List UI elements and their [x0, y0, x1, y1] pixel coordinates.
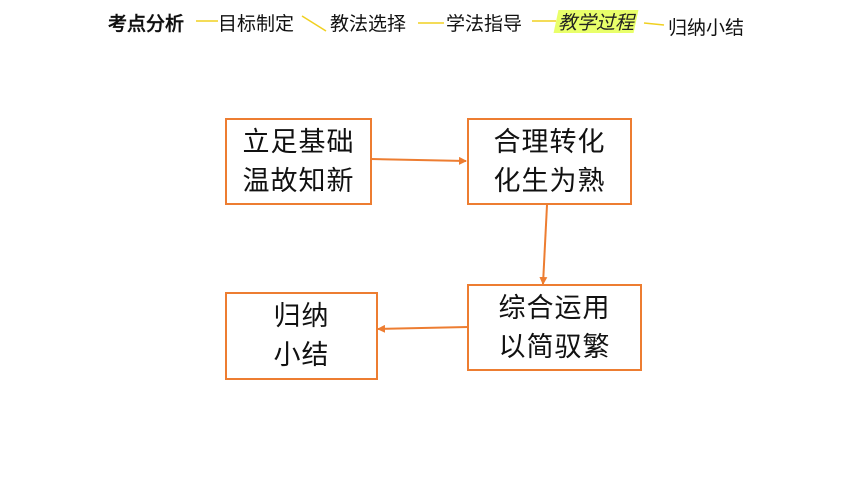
flow-box-transformation: 合理转化 化生为熟 — [467, 118, 632, 205]
flow-box-summary-line1: 归纳 — [273, 301, 330, 332]
flow-box-transformation-line1: 合理转化 — [493, 126, 606, 158]
flow-box-foundation: 立足基础 温故知新 — [225, 118, 372, 205]
nav-item-goal-setting[interactable]: 目标制定 — [218, 13, 295, 35]
flow-box-foundation-line2: 温故知新 — [242, 165, 355, 197]
nav-connectors — [196, 15, 665, 32]
nav-item-teaching-method[interactable]: 教法选择 — [330, 13, 407, 35]
nav-item-exam-analysis[interactable]: 考点分析 — [108, 13, 185, 35]
arrow-box2-to-box3 — [539, 204, 548, 285]
nav-item-learning-guidance[interactable]: 学法指导 — [446, 13, 523, 35]
nav-item-teaching-process[interactable]: 教学过程 — [558, 8, 634, 35]
flow-box-application: 综合运用 以简驭繁 — [467, 284, 642, 371]
top-navigation: 考点分析 目标制定 教法选择 学法指导 教学过程 归纳小结 — [0, 0, 860, 50]
flow-box-application-line2: 以简驭繁 — [498, 331, 611, 363]
flow-box-summary-line2: 小结 — [273, 340, 330, 371]
arrow-box1-to-box2 — [370, 156, 467, 165]
nav-item-summary[interactable]: 归纳小结 — [668, 17, 745, 39]
flow-box-summary: 归纳 小结 — [225, 292, 378, 380]
flow-box-transformation-line2: 化生为熟 — [493, 165, 606, 197]
arrow-box3-to-box4 — [377, 324, 469, 333]
flow-box-foundation-line1: 立足基础 — [242, 126, 355, 158]
flow-box-application-line1: 综合运用 — [498, 292, 611, 324]
